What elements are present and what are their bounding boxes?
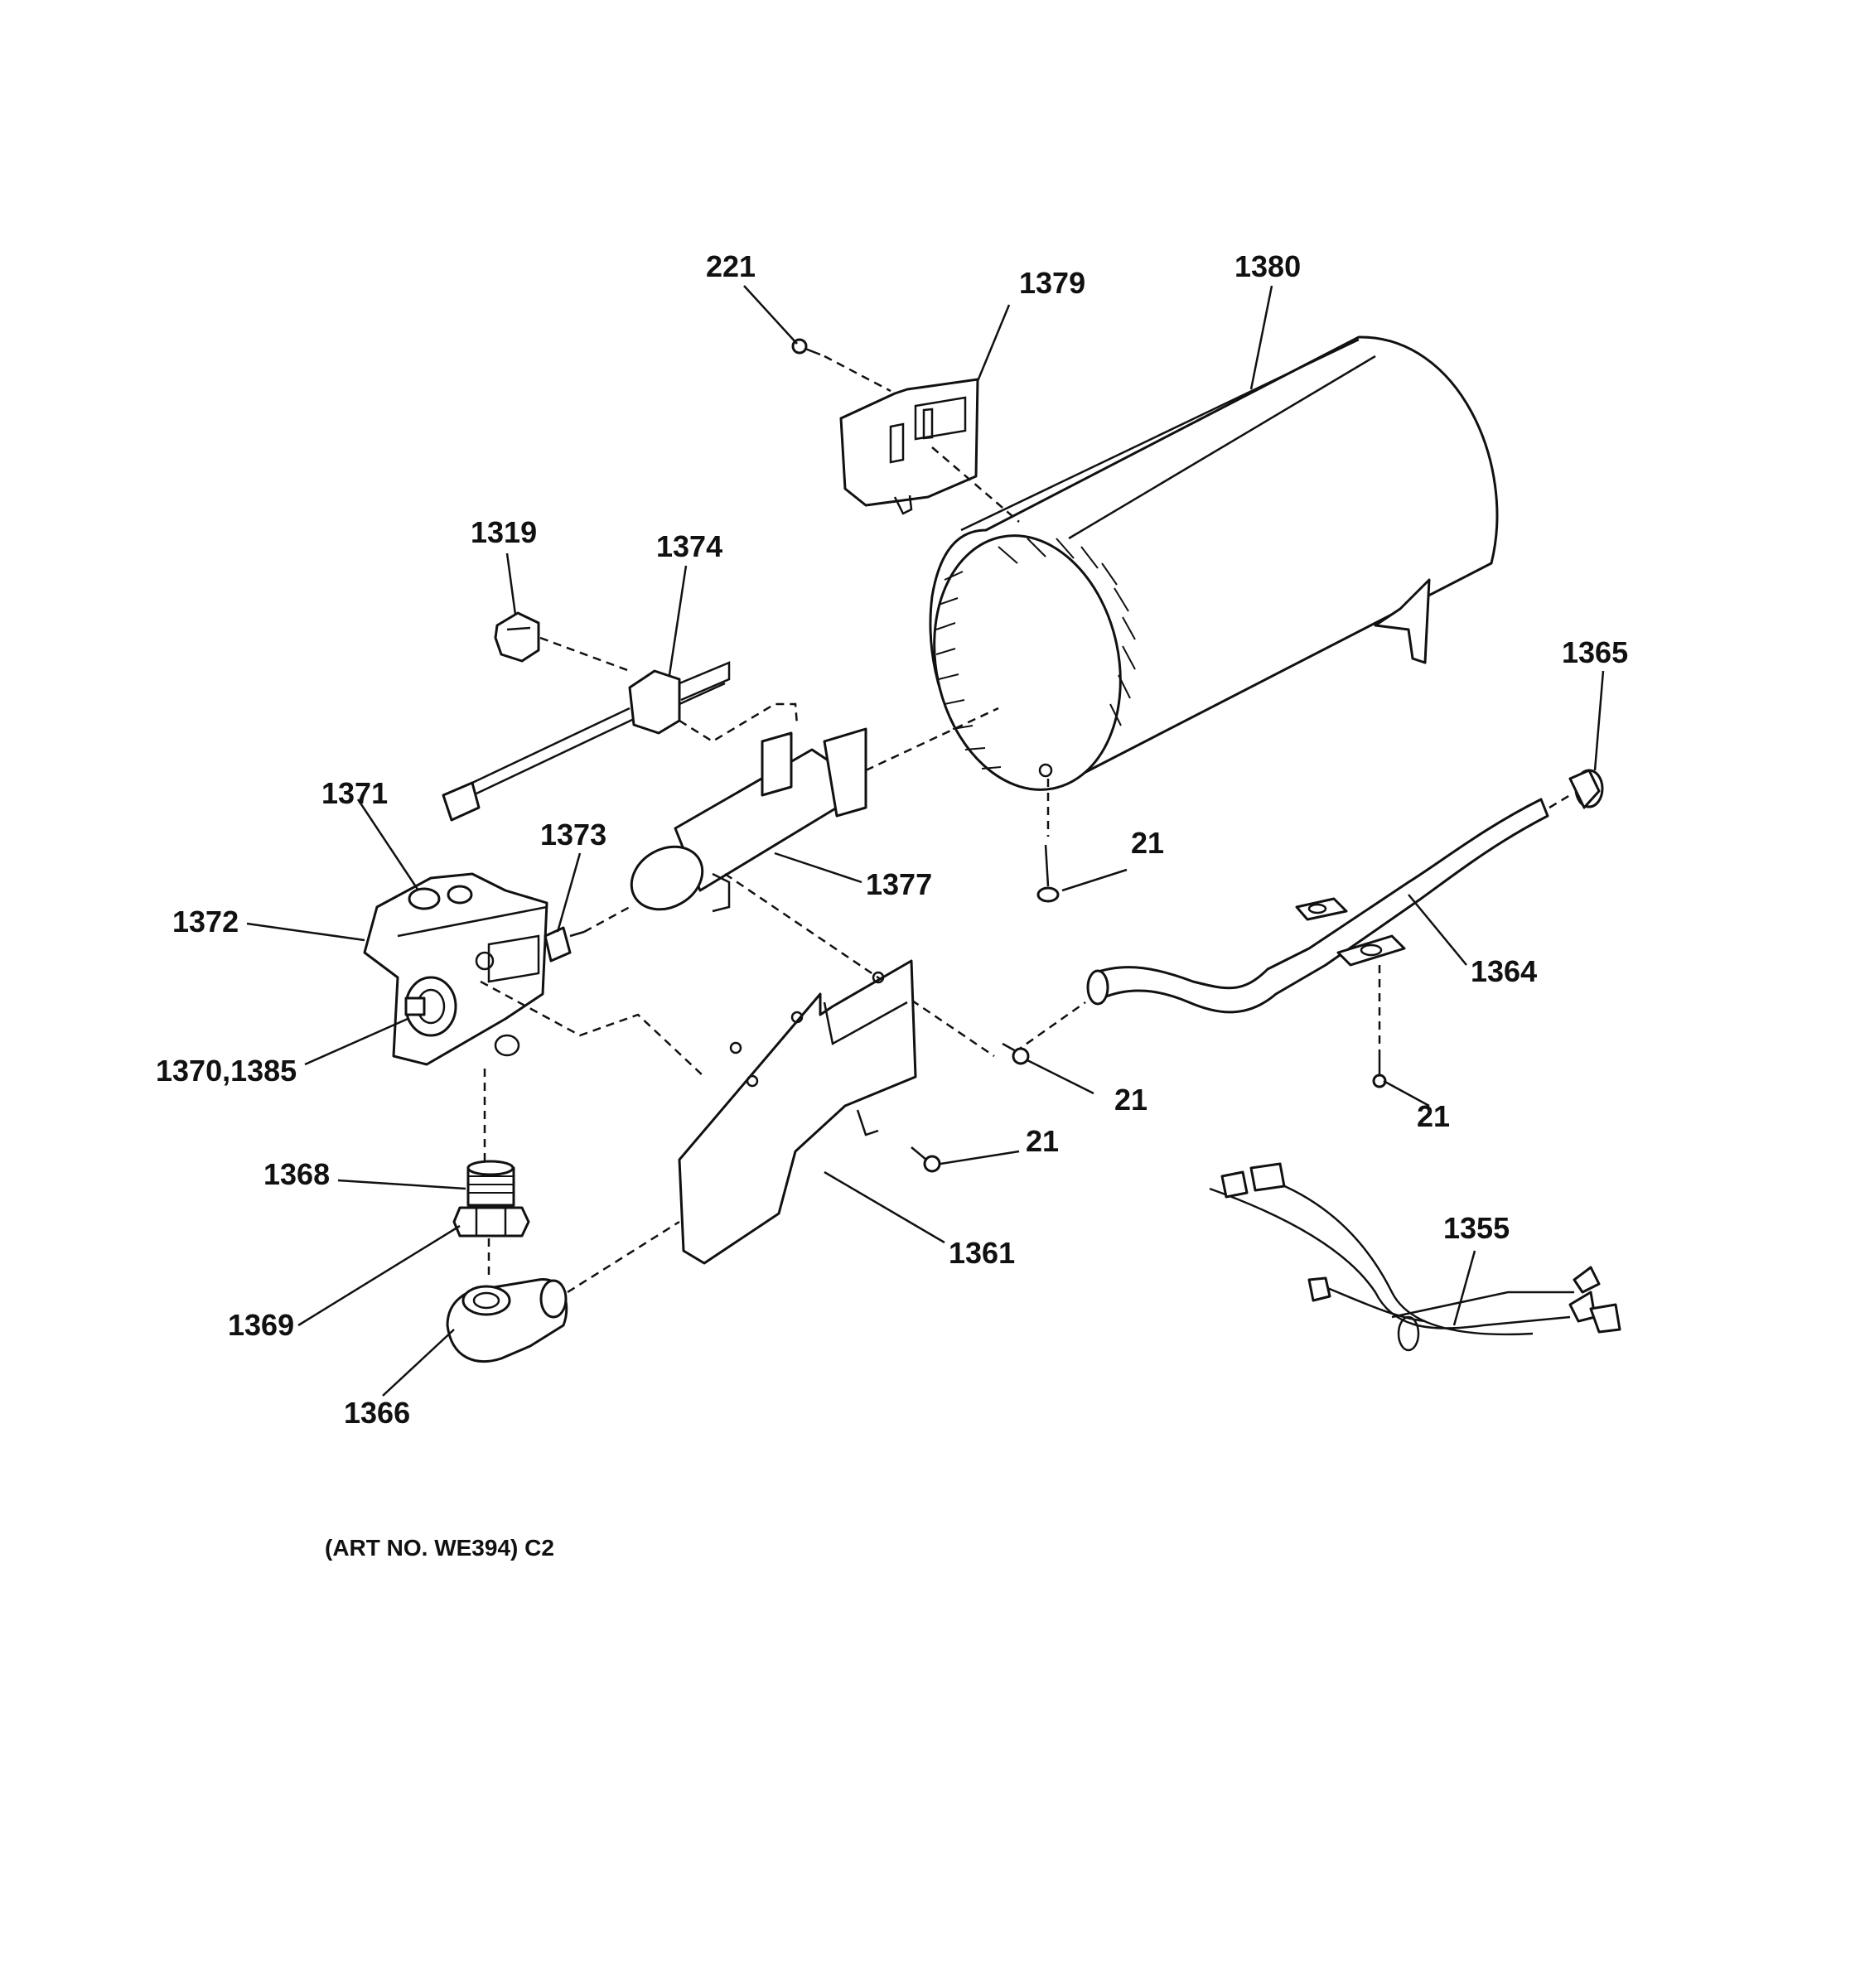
part-1368-fitting [466,1160,515,1207]
part-1364-pipe [1086,798,1549,1014]
label-1361: 1361 [949,1236,1015,1270]
label-21-bottom: 21 [1026,1124,1059,1158]
label-1373: 1373 [540,818,606,852]
label-1379: 1379 [1019,266,1085,300]
part-1319-clip [494,611,540,663]
label-1364: 1364 [1471,954,1537,988]
part-1379-flame-sensor [839,378,979,515]
part-221-screw [791,338,821,356]
label-21-right: 21 [1417,1099,1450,1133]
label-21-mid: 21 [1114,1083,1148,1117]
part-labels: 221 1379 1380 1319 1374 1365 1371 1373 1… [156,249,1628,1430]
part-1361-bracket [678,959,917,1265]
label-1366: 1366 [344,1396,410,1430]
part-1374-igniter [442,661,731,822]
part-21-screw-right [1372,1052,1387,1088]
part-1380-cylinder [929,335,1499,791]
part-21-screw-bottom [911,1146,941,1173]
label-1372: 1372 [172,905,239,939]
part-21-screw-mid [1002,1042,1030,1065]
label-1365: 1365 [1562,635,1628,669]
label-21-top: 21 [1131,826,1164,860]
label-1377: 1377 [866,867,932,901]
label-1369: 1369 [228,1308,294,1342]
label-1370-1385: 1370,1385 [156,1054,297,1088]
label-1319: 1319 [471,515,537,549]
label-1380: 1380 [1234,249,1301,283]
part-21-screw-top [1036,779,1060,903]
part-1369-nut [452,1206,530,1238]
label-1371: 1371 [321,776,388,810]
label-1374: 1374 [656,529,722,563]
part-1365-cap [1568,769,1604,809]
art-number-caption: (ART NO. WE394) C2 [325,1535,554,1561]
part-1366-elbow [446,1278,568,1363]
cylinder-ribs [935,538,1136,770]
leader-lines [246,285,1605,1397]
label-1368: 1368 [263,1157,330,1191]
part-gas-valve [363,872,585,1066]
label-221: 221 [706,249,756,283]
part-1377-burner-tube [630,727,867,913]
label-1355: 1355 [1443,1211,1510,1245]
part-1355-wire-harness [1209,1162,1621,1352]
